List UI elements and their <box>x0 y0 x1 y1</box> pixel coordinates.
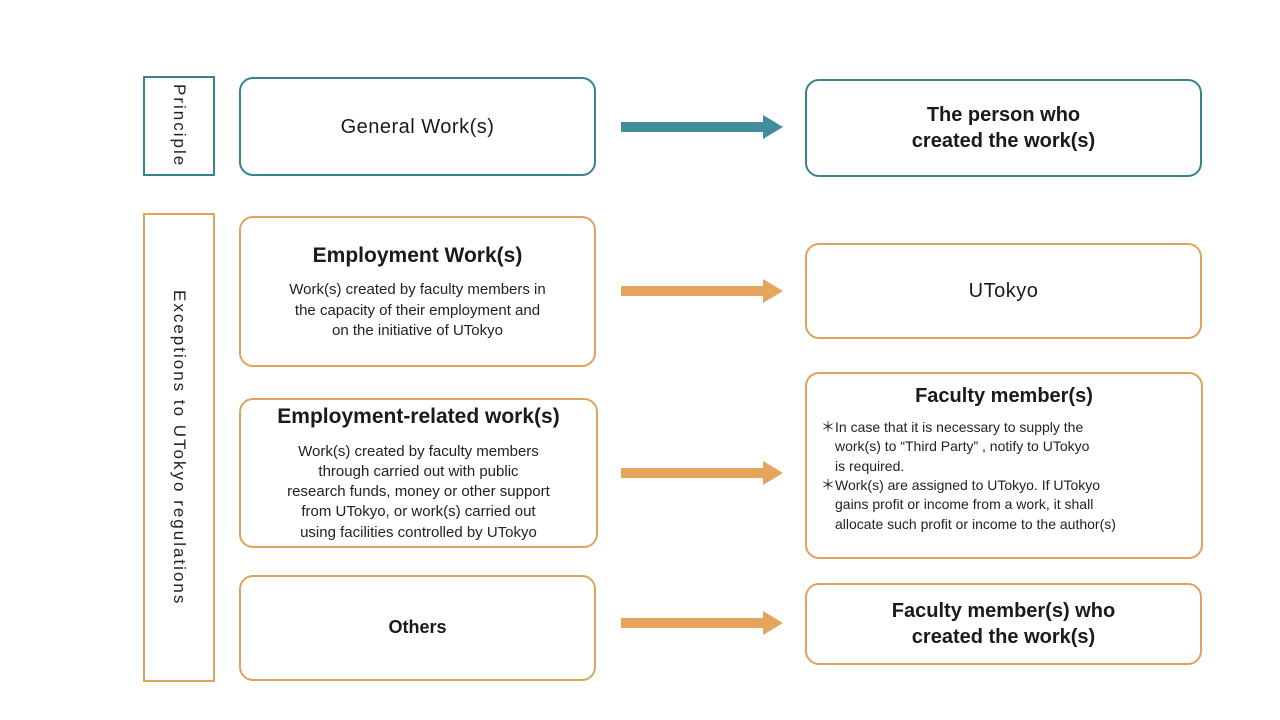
others-title: Others <box>388 617 447 638</box>
arrow-head <box>763 115 783 139</box>
others-box: Others <box>239 575 596 681</box>
general-works-box: General Work(s) <box>239 77 596 176</box>
faculty-who-created-box: Faculty member(s) who created the work(s… <box>805 583 1202 665</box>
right-arrow-icon <box>621 611 783 635</box>
faculty-note-assignment: ＊Work(s) are assigned to UTokyo. If UTok… <box>821 476 1116 532</box>
faculty-members-box: Faculty member(s) ＊In case that it is ne… <box>805 372 1203 559</box>
employment-related-works-description: Work(s) created by faculty members throu… <box>287 442 550 541</box>
person-who-created-title: The person who created the work(s) <box>911 104 1096 152</box>
general-works-title: General Work(s) <box>340 115 495 138</box>
faculty-members-notes: ＊In case that it is necessary to supply … <box>807 418 1201 534</box>
employment-works-box: Employment Work(s) Work(s) created by fa… <box>239 216 596 367</box>
faculty-who-created-title: Faculty member(s) who created the work(s… <box>891 600 1116 648</box>
utokyo-box: UTokyo <box>805 243 1202 339</box>
faculty-note-third-party: ＊In case that it is necessary to supply … <box>821 419 1090 474</box>
utokyo-title: UTokyo <box>968 280 1039 302</box>
arrow-shaft <box>621 286 763 296</box>
arrow-shaft <box>621 122 763 132</box>
exceptions-category-box: Exceptions to UTokyo regulations <box>143 213 215 682</box>
arrow-head <box>763 279 783 303</box>
employment-related-works-title: Employment-related work(s) <box>277 405 560 429</box>
arrow-shaft <box>621 618 763 628</box>
employment-works-description: Work(s) created by faculty members in th… <box>289 281 546 339</box>
arrow-head <box>763 611 783 635</box>
principle-category-label: Principle <box>170 84 189 168</box>
principle-category-box: Principle <box>143 76 215 176</box>
right-arrow-icon <box>621 279 783 303</box>
arrow-head <box>763 461 783 485</box>
person-who-created-box: The person who created the work(s) <box>805 79 1202 177</box>
exceptions-category-label: Exceptions to UTokyo regulations <box>170 289 189 606</box>
employment-works-title: Employment Work(s) <box>312 243 523 267</box>
arrow-shaft <box>621 468 763 478</box>
right-arrow-icon <box>621 461 783 485</box>
employment-related-works-box: Employment-related work(s) Work(s) creat… <box>239 398 598 548</box>
right-arrow-icon <box>621 115 783 139</box>
faculty-members-title: Faculty member(s) <box>915 385 1093 407</box>
